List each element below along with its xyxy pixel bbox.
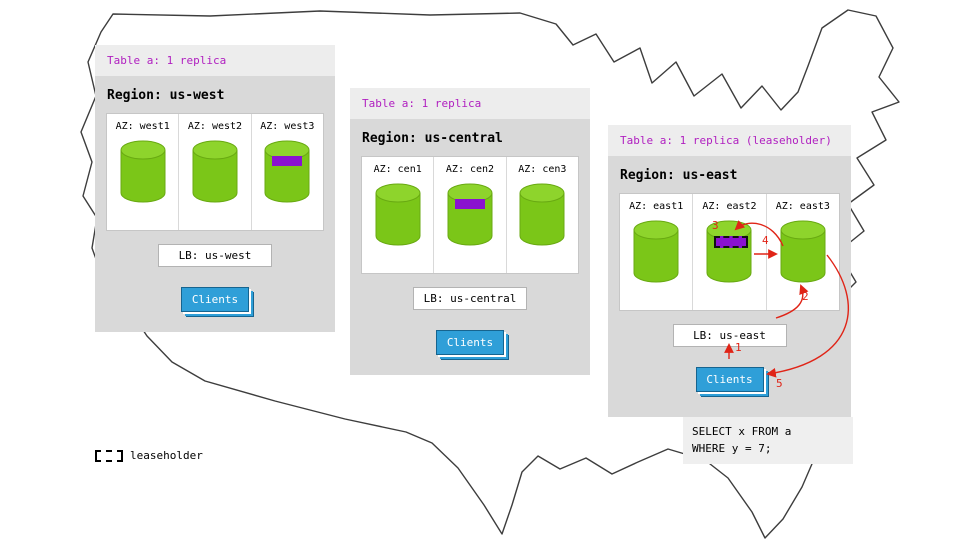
cylinder-icon bbox=[780, 220, 826, 283]
cylinder-icon bbox=[706, 220, 752, 283]
region-panel-us-east: Table a: 1 replica (leaseholder) Region:… bbox=[608, 125, 851, 417]
region-title: Region: us-east bbox=[620, 168, 738, 183]
database-cylinder bbox=[519, 183, 565, 247]
az-column: AZ: cen3 bbox=[507, 157, 578, 273]
az-column: AZ: cen2 bbox=[434, 157, 507, 273]
az-label: AZ: east1 bbox=[629, 201, 684, 212]
az-label: AZ: cen1 bbox=[373, 164, 422, 175]
az-box: AZ: east1 AZ: east2 AZ: east3 bbox=[619, 193, 840, 311]
replica-marker bbox=[454, 199, 485, 209]
region-panel-us-central: Table a: 1 replica Region: us-central AZ… bbox=[350, 88, 590, 375]
cylinder-icon bbox=[192, 140, 238, 203]
az-column: AZ: east1 bbox=[620, 194, 694, 310]
region-panel-us-west: Table a: 1 replica Region: us-west AZ: w… bbox=[95, 45, 335, 332]
sql-line-1: SELECT x FROM a bbox=[692, 425, 792, 438]
database-cylinder bbox=[192, 140, 238, 204]
az-column: AZ: west1 bbox=[107, 114, 180, 230]
database-cylinder bbox=[447, 183, 493, 247]
clients-button[interactable]: Clients bbox=[436, 330, 504, 355]
az-column: AZ: west2 bbox=[179, 114, 252, 230]
database-cylinder bbox=[375, 183, 421, 247]
az-box: AZ: cen1 AZ: cen2 AZ: cen3 bbox=[361, 156, 579, 274]
table-replica-label: Table a: 1 replica bbox=[350, 88, 590, 119]
az-box: AZ: west1 AZ: west2 AZ: west3 bbox=[106, 113, 324, 231]
az-label: AZ: west1 bbox=[115, 121, 170, 132]
az-label: AZ: east3 bbox=[775, 201, 830, 212]
leaseholder-swatch-icon bbox=[95, 449, 123, 462]
clients-button[interactable]: Clients bbox=[695, 367, 764, 392]
az-label: AZ: east2 bbox=[702, 201, 757, 212]
database-cylinder bbox=[120, 140, 166, 204]
az-label: AZ: west3 bbox=[260, 121, 315, 132]
load-balancer: LB: us-central bbox=[413, 287, 527, 310]
az-column: AZ: cen1 bbox=[362, 157, 435, 273]
region-title: Region: us-west bbox=[107, 88, 225, 103]
az-label: AZ: cen2 bbox=[445, 164, 495, 175]
database-cylinder bbox=[780, 220, 826, 284]
legend-label: leaseholder bbox=[130, 449, 203, 462]
cylinder-icon bbox=[519, 183, 565, 246]
cylinder-icon bbox=[375, 183, 421, 246]
region-title: Region: us-central bbox=[362, 131, 503, 146]
leaseholder-marker bbox=[714, 236, 749, 248]
table-replica-label: Table a: 1 replica (leaseholder) bbox=[608, 125, 851, 156]
az-column: AZ: east2 bbox=[693, 194, 767, 310]
load-balancer: LB: us-west bbox=[158, 244, 272, 267]
replica-marker bbox=[272, 156, 303, 166]
cylinder-icon bbox=[120, 140, 166, 203]
leaseholder-legend: leaseholder bbox=[95, 449, 203, 462]
az-column: AZ: west3 bbox=[252, 114, 323, 230]
table-replica-label: Table a: 1 replica bbox=[95, 45, 335, 76]
cylinder-icon bbox=[264, 140, 310, 203]
az-label: AZ: west2 bbox=[187, 121, 243, 132]
cylinder-icon bbox=[633, 220, 679, 283]
clients-button[interactable]: Clients bbox=[181, 287, 249, 312]
database-cylinder bbox=[706, 220, 752, 284]
database-cylinder bbox=[264, 140, 310, 204]
az-column: AZ: east3 bbox=[767, 194, 839, 310]
cylinder-icon bbox=[447, 183, 493, 246]
load-balancer: LB: us-east bbox=[672, 324, 787, 347]
sql-line-2: WHERE y = 7; bbox=[692, 441, 772, 455]
database-cylinder bbox=[633, 220, 679, 284]
sql-query-box: SELECT x FROM a WHERE y = 7; bbox=[683, 417, 853, 464]
az-label: AZ: cen3 bbox=[518, 164, 567, 175]
